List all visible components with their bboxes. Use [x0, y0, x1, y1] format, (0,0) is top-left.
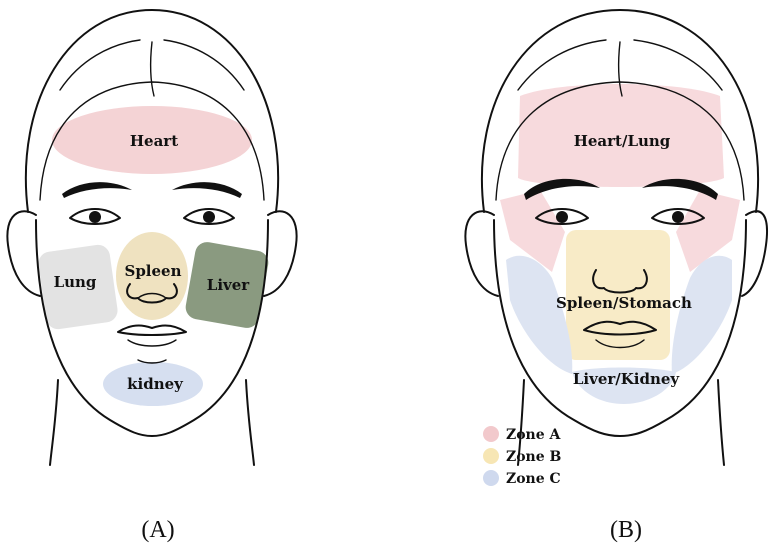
legend-swatch-zone-b [483, 448, 499, 464]
hair-line-right [163, 39, 245, 91]
left-eyebrow-b [524, 178, 600, 200]
lung-label: Lung [54, 273, 97, 291]
right-eye [183, 208, 235, 225]
legend-swatch-zone-a [483, 426, 499, 442]
hair-outline [24, 9, 280, 213]
kidney-label: kidney [127, 375, 184, 393]
nose-b [592, 269, 648, 294]
zone-c-chin [572, 367, 676, 404]
neck-left-b [517, 379, 525, 466]
lung-zone [38, 244, 118, 330]
face-outline-b [493, 219, 747, 437]
nose-bridge [137, 292, 167, 299]
neck-left [49, 379, 59, 466]
zone-b-center [566, 230, 670, 360]
left-eye [69, 208, 121, 225]
legend-label-zone-b: Zone B [506, 449, 562, 465]
panel-b: Heart/Lung Spleen/Stomach Liver/Kidney Z… [464, 9, 768, 543]
chin-line [137, 359, 167, 364]
left-pupil-b [556, 211, 568, 223]
zone-c-left [506, 255, 573, 374]
heart-label: Heart [130, 132, 178, 150]
left-pupil [89, 211, 101, 223]
hair-line-left-b [517, 39, 607, 91]
hairline [39, 81, 265, 201]
right-eyebrow [172, 182, 242, 198]
right-eyebrow-b [642, 178, 718, 200]
hair-line-b [617, 41, 623, 97]
right-pupil-b [672, 211, 684, 223]
right-ear-b [741, 210, 768, 297]
zone-legend: Zone A Zone B Zone C [483, 426, 562, 487]
nose [126, 283, 178, 304]
hair-line [149, 41, 155, 97]
right-ear [263, 210, 298, 297]
legend-label-zone-c: Zone C [506, 471, 561, 487]
lower-lip-b [595, 339, 645, 349]
left-eyebrow [62, 182, 132, 198]
neck-right [245, 379, 255, 466]
heart-zone [52, 106, 252, 174]
mouth [117, 324, 187, 336]
panel-a: Heart Lung Spleen Liver kidney (A) [6, 9, 298, 543]
face-outline [35, 219, 269, 437]
caption-b: (B) [610, 517, 642, 543]
hair-line-left [59, 39, 141, 91]
left-ear [6, 210, 41, 297]
hairline-b [495, 81, 745, 201]
left-eye-b [535, 208, 589, 225]
right-pupil [203, 211, 215, 223]
liver-zone [185, 242, 269, 328]
neck-right-b [717, 379, 725, 466]
right-eye-b [651, 208, 705, 225]
spleen-stomach-label: Spleen/Stomach [556, 294, 692, 312]
mouth-b [583, 320, 657, 336]
spleen-label: Spleen [124, 262, 181, 280]
liver-kidney-label: Liver/Kidney [573, 370, 681, 388]
zone-a-forehead [518, 84, 724, 187]
heart-lung-label: Heart/Lung [574, 132, 671, 150]
zone-c-right [671, 255, 732, 374]
hair-line-right-b [633, 39, 723, 91]
lower-lip [127, 339, 177, 347]
left-ear-b [464, 210, 499, 297]
liver-label: Liver [207, 276, 251, 294]
kidney-zone [103, 362, 203, 406]
legend-swatch-zone-c [483, 470, 499, 486]
legend-label-zone-a: Zone A [506, 427, 562, 443]
caption-a: (A) [141, 517, 174, 543]
hair-outline-b [480, 9, 760, 213]
